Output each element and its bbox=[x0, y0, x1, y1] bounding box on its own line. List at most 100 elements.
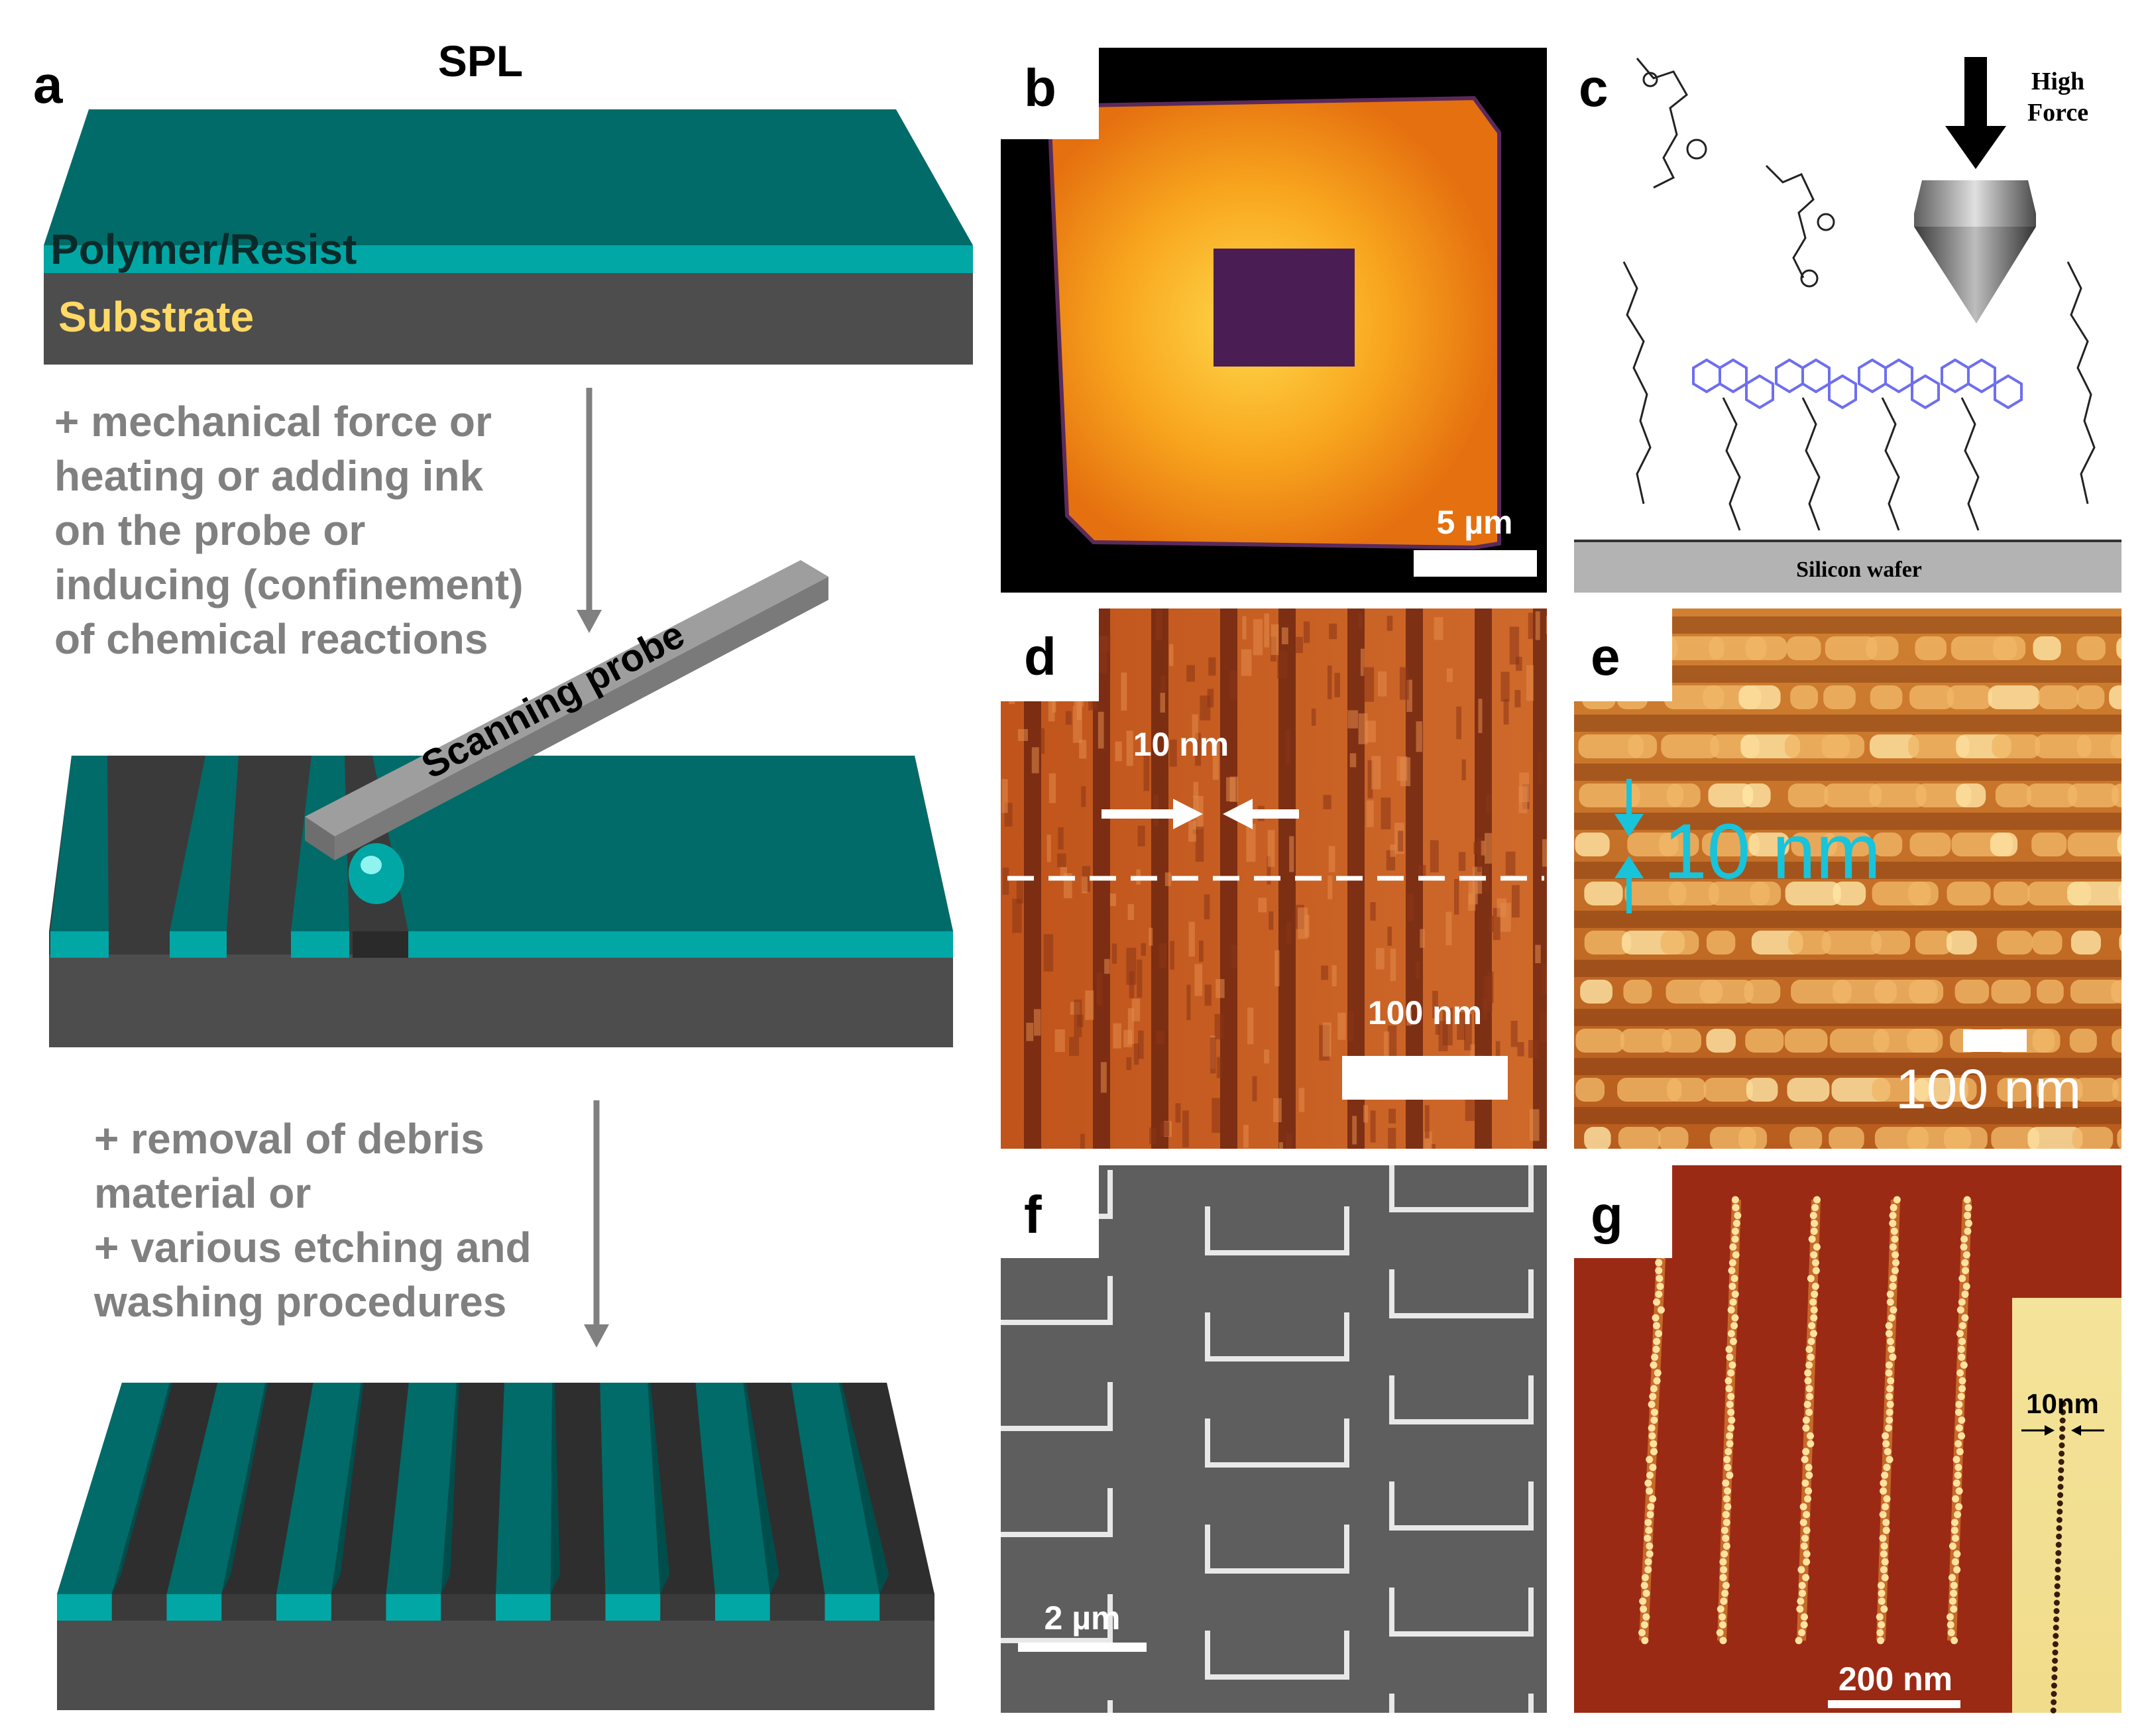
afm-noise bbox=[1212, 743, 1219, 780]
grain bbox=[1745, 636, 1787, 660]
grain bbox=[1909, 833, 1951, 856]
resist-line bbox=[50, 756, 109, 931]
nanoparticle bbox=[1876, 1629, 1884, 1637]
nanoparticle bbox=[1810, 1306, 1818, 1314]
resist-line-side bbox=[170, 931, 227, 958]
afm-noise bbox=[1528, 1039, 1539, 1059]
grain bbox=[1662, 1029, 1701, 1053]
cantilever-top bbox=[305, 560, 828, 837]
afm-noise bbox=[1077, 1014, 1084, 1027]
panel-letter-box bbox=[1001, 608, 1099, 701]
nanoparticle bbox=[1957, 1393, 1965, 1401]
nanoparticle bbox=[1727, 1409, 1735, 1417]
nanoparticle bbox=[1716, 1629, 1724, 1637]
grain bbox=[2027, 1127, 2083, 1149]
afm-noise bbox=[1390, 949, 1396, 982]
afm-noise bbox=[1137, 959, 1143, 998]
inset-image bbox=[2012, 1298, 2121, 1713]
nanoparticle bbox=[1728, 1417, 1736, 1424]
grain bbox=[2032, 931, 2063, 955]
nanoparticle bbox=[1884, 1448, 1892, 1456]
afm-noise bbox=[1012, 898, 1022, 933]
nanoparticle bbox=[1732, 1251, 1740, 1259]
nanoparticle bbox=[1882, 1440, 1890, 1448]
width-arrowhead-left bbox=[1173, 799, 1203, 829]
afm-noise bbox=[1495, 1041, 1500, 1066]
afm-noise bbox=[1416, 721, 1422, 752]
grain bbox=[1784, 1029, 1828, 1053]
grain bbox=[2112, 783, 2121, 807]
nanoparticle bbox=[1886, 1393, 1894, 1401]
bracket-feature bbox=[1389, 1165, 1534, 1212]
grain bbox=[1703, 1078, 1753, 1102]
nanoparticle bbox=[1799, 1503, 1807, 1511]
grain bbox=[1750, 882, 1781, 905]
nanoparticle bbox=[1958, 1354, 1966, 1361]
nanoparticle bbox=[1649, 1393, 1657, 1401]
bracket-feature bbox=[1205, 1312, 1349, 1361]
afm-noise bbox=[1303, 621, 1310, 643]
row-gap bbox=[1574, 813, 2121, 830]
inset-nanoparticle bbox=[2053, 1599, 2060, 1606]
nanoparticle bbox=[1652, 1314, 1660, 1322]
grain bbox=[1944, 1127, 1988, 1149]
panel-letter-box bbox=[1001, 48, 1099, 139]
nanoparticle bbox=[1724, 1503, 1732, 1511]
nanoparticle bbox=[1953, 1566, 1961, 1574]
nanoparticle bbox=[1649, 1464, 1657, 1472]
panel-d: d 10 nm 100 nm bbox=[1001, 608, 1547, 1149]
nanoparticle bbox=[1947, 1621, 1954, 1629]
nanoparticle bbox=[1889, 1220, 1897, 1228]
nanoparticle bbox=[1802, 1574, 1810, 1582]
afm-noise bbox=[1160, 1122, 1170, 1137]
nanoparticle bbox=[1646, 1487, 1654, 1495]
afm-noise bbox=[1274, 950, 1280, 986]
nanoparticle bbox=[1946, 1613, 1954, 1621]
nanoparticle bbox=[1958, 1385, 1966, 1393]
grain bbox=[1578, 734, 1644, 758]
afm-noise bbox=[1505, 851, 1516, 876]
nanoparticle bbox=[1725, 1385, 1733, 1393]
nanoparticle bbox=[1649, 1495, 1657, 1503]
nanoparticle bbox=[1956, 1306, 1964, 1314]
afm-noise bbox=[1363, 1105, 1369, 1123]
afm-noise bbox=[1156, 1030, 1164, 1045]
afm-noise bbox=[1195, 827, 1204, 862]
nanoparticle bbox=[1648, 1424, 1656, 1432]
afm-noise bbox=[1360, 648, 1365, 676]
nanoparticle bbox=[1955, 1424, 1963, 1432]
row-gap bbox=[1574, 911, 2121, 928]
row-gap bbox=[1574, 1107, 2121, 1124]
grain bbox=[1579, 783, 1640, 807]
grain bbox=[1620, 1029, 1671, 1053]
nanoparticle bbox=[1954, 1440, 1962, 1448]
afm-noise bbox=[1286, 921, 1292, 944]
afm-noise bbox=[1104, 958, 1110, 974]
afm-noise bbox=[1242, 616, 1247, 640]
panel-f: f 2 µm bbox=[1001, 1165, 1547, 1713]
afm-noise bbox=[1277, 651, 1288, 679]
nanoparticle bbox=[1645, 1527, 1653, 1534]
grain bbox=[1659, 833, 1699, 856]
nanoparticle bbox=[1955, 1409, 1963, 1417]
grain bbox=[1872, 833, 1903, 856]
afm-noise bbox=[1328, 846, 1335, 872]
afm-noise bbox=[1138, 1030, 1144, 1059]
grain bbox=[1825, 636, 1878, 660]
inset-nanoparticle bbox=[2051, 1666, 2058, 1672]
resist-ridge-wall bbox=[838, 1383, 889, 1594]
grain bbox=[1821, 734, 1865, 758]
afm-noise bbox=[1485, 833, 1492, 864]
nanoparticle bbox=[1729, 1298, 1737, 1306]
nanoparticle bbox=[1723, 1542, 1730, 1550]
nanoparticle bbox=[1801, 1479, 1809, 1487]
grain bbox=[2110, 734, 2121, 758]
nanoparticle bbox=[1810, 1314, 1818, 1322]
afm-noise bbox=[1337, 1012, 1346, 1040]
nanoparticle bbox=[1639, 1597, 1647, 1605]
afm-noise bbox=[1149, 927, 1153, 946]
tethered-chain bbox=[1622, 261, 1652, 504]
grain bbox=[1738, 1127, 1768, 1149]
ring-atom bbox=[1800, 269, 1819, 288]
nanoparticle bbox=[1644, 1519, 1652, 1527]
